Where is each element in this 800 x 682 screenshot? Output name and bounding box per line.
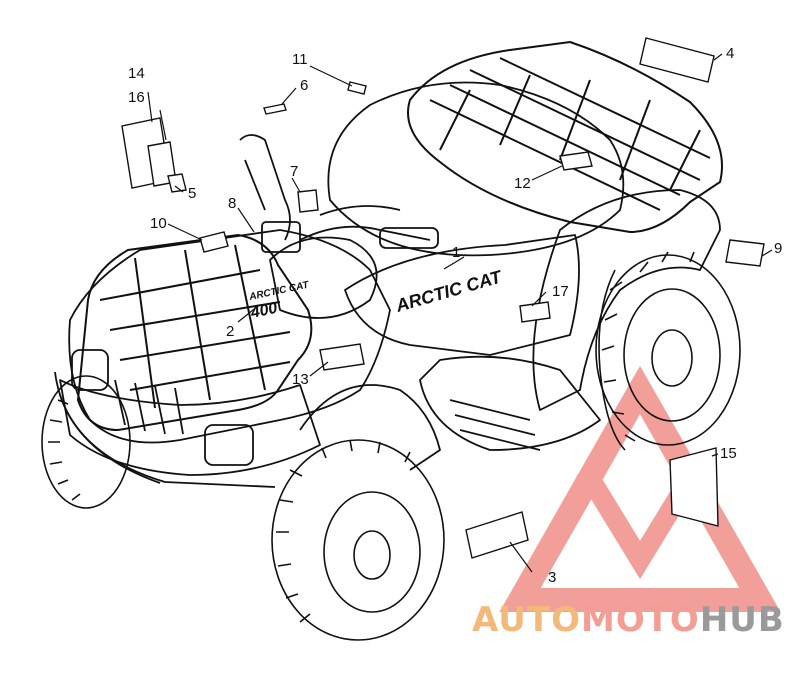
rear-rack xyxy=(407,40,723,234)
watermark-part-moto: MOTO xyxy=(580,600,700,640)
decal-5 xyxy=(167,173,187,193)
watermark-text: AUTOMOTOHUB xyxy=(472,600,785,640)
decal-9 xyxy=(725,239,765,267)
callout-15: 15 xyxy=(720,445,737,462)
callout-17: 17 xyxy=(552,283,569,300)
callout-13: 13 xyxy=(292,371,309,388)
watermark-part-hub: HUB xyxy=(699,600,785,640)
hood-model-decal: 400 xyxy=(248,300,279,322)
front-right-wheel xyxy=(271,439,445,641)
decal-11 xyxy=(347,81,367,95)
callout-1: 1 xyxy=(452,244,460,261)
callout-3: 3 xyxy=(548,569,556,586)
decal-7 xyxy=(297,189,319,213)
decal-15 xyxy=(669,447,719,527)
callout-14: 14 xyxy=(128,65,145,82)
front-rack xyxy=(76,233,313,432)
callout-16: 16 xyxy=(128,89,145,106)
decal-6 xyxy=(263,103,287,115)
rear-right-wheel xyxy=(595,251,741,451)
decal-17 xyxy=(519,301,551,323)
leader-lines xyxy=(147,53,773,573)
side-brand-decal: ARCTIC CAT xyxy=(393,266,506,316)
callout-5: 5 xyxy=(188,185,196,202)
watermark-part-auto: AUTO xyxy=(472,600,581,640)
decal-shapes xyxy=(121,37,765,559)
front-left-wheel xyxy=(41,375,131,509)
callout-4: 4 xyxy=(726,45,734,62)
callout-numbers: 1 2 3 4 5 6 7 8 9 10 11 12 13 14 15 16 1… xyxy=(128,45,782,586)
decal-10 xyxy=(199,231,229,253)
callout-9: 9 xyxy=(774,240,782,257)
decal-13 xyxy=(319,343,365,371)
decal-3 xyxy=(465,511,529,559)
decal-12 xyxy=(559,151,593,171)
callout-7: 7 xyxy=(290,163,298,180)
decal-4 xyxy=(639,37,715,83)
callout-10: 10 xyxy=(150,215,167,232)
callout-8: 8 xyxy=(228,195,236,212)
callout-12: 12 xyxy=(514,175,531,192)
callout-2: 2 xyxy=(226,323,234,340)
callout-6: 6 xyxy=(300,77,308,94)
callout-11: 11 xyxy=(292,51,308,68)
